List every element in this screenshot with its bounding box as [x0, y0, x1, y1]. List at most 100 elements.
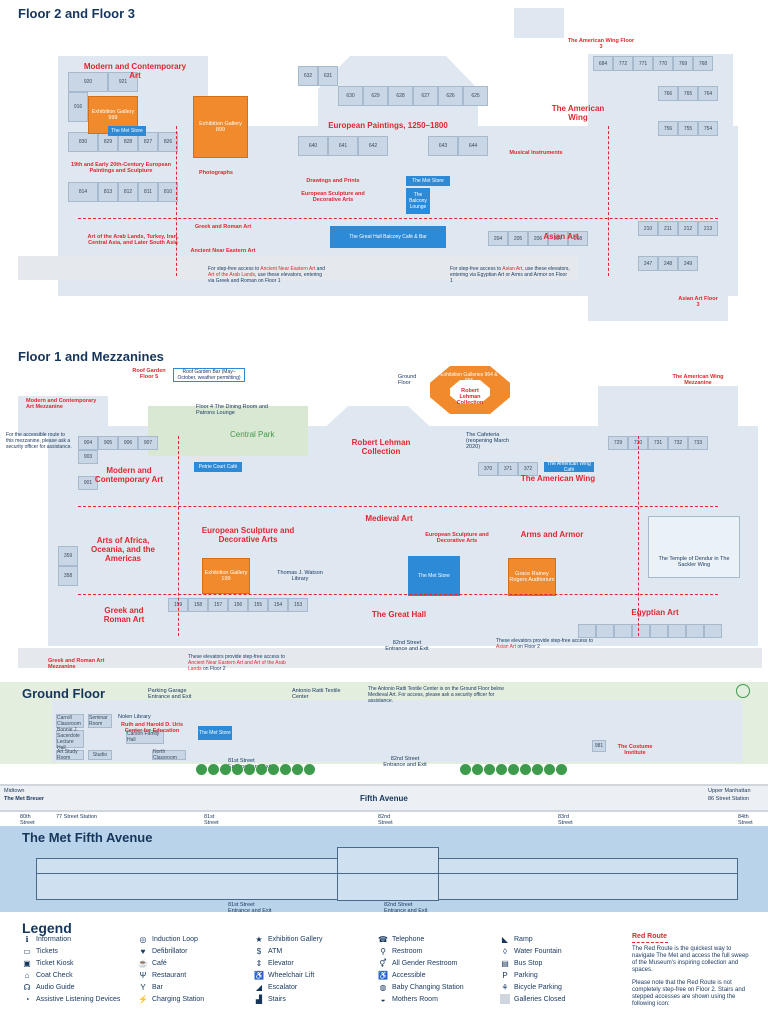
bus-stop-icon: ▤: [501, 958, 509, 968]
midtown-label: Midtown: [4, 788, 25, 794]
floor1-note-left: These elevators provide step-free access…: [188, 654, 286, 672]
temple-of-dendur[interactable]: The Temple of Dendur in The Sackler Wing: [658, 556, 730, 568]
coat-check-icon: ⌂: [24, 970, 30, 980]
gallery-modern-contemporary-f2[interactable]: Modern and Contemporary Art: [83, 62, 187, 80]
street-80th: 80th Street: [20, 814, 35, 826]
met-store-f2-center[interactable]: The Met Store: [406, 176, 450, 186]
floor2-note-right: For step-free access to Asian Art, use t…: [450, 266, 570, 284]
gallery-euro-sculpture-f1[interactable]: European Sculpture and Decorative Arts: [201, 526, 295, 544]
watson-library[interactable]: Thomas J. Watson Library: [277, 570, 323, 582]
roof-garden-bar[interactable]: Roof Garden Bar (May–October, weather pe…: [173, 368, 245, 382]
fifth-avenue-label: Fifth Avenue: [360, 794, 408, 803]
legend-item-wheelchair-lift: ♿Wheelchair Lift: [254, 970, 314, 980]
parking-icon: P: [502, 970, 508, 980]
gallery-asian-art-floor3[interactable]: Asian Art Floor 3: [678, 296, 718, 308]
atm-icon: $: [256, 946, 262, 956]
exhibition-gallery-899[interactable]: Exhibition Gallery 899: [193, 96, 248, 158]
ratti-note: The Antonio Ratti Textile Center is on t…: [368, 686, 504, 704]
gallery-euro-sculpture-f1-b[interactable]: European Sculpture and Decorative Arts: [425, 532, 489, 544]
gallery-american-mezz[interactable]: The American Wing Mezzanine: [672, 374, 724, 386]
ticket-kiosk-icon: ▣: [23, 958, 31, 968]
uris-center[interactable]: Ruth and Harold D. Uris Center for Educa…: [120, 722, 184, 734]
balcony-lounge[interactable]: The Balcony Lounge: [406, 188, 430, 214]
exhibition-gallery-199[interactable]: Exhibition Gallery 199: [202, 558, 250, 594]
gallery-modern-mezz[interactable]: Modern and Contemporary Art Mezzanine: [26, 398, 97, 410]
gallery-lehman-small[interactable]: Robert Lehman Collection: [456, 388, 484, 406]
entrance-82nd-f1[interactable]: 82nd Street Entrance and Exit: [385, 640, 429, 652]
floor1-note-right: These elevators provide step-free access…: [496, 638, 593, 650]
legend-item-telephone: ☎Telephone: [378, 934, 424, 944]
gallery-american-wing-f2[interactable]: The American Wing: [551, 104, 605, 122]
legend-item-atm: $ATM: [254, 946, 283, 956]
gallery-modern-f1[interactable]: Modern and Contemporary Art: [94, 466, 164, 484]
exhibition-964[interactable]: Exhibition Galleries 964 & 965: [440, 372, 498, 384]
gallery-medieval[interactable]: Medieval Art: [365, 514, 413, 523]
gallery-drawings-prints[interactable]: Drawings and Prints: [306, 178, 360, 184]
gallery-american-wing-floor3[interactable]: The American Wing Floor 3: [567, 38, 635, 50]
grace-rainey-auditorium[interactable]: Grace Rainey Rogers Auditorium: [508, 558, 556, 596]
met-store-ground[interactable]: The Met Store: [198, 726, 232, 740]
legend-label: Escalator: [268, 983, 298, 991]
gallery-africa-oceania[interactable]: Arts of Africa, Oceania, and the America…: [90, 536, 156, 563]
legend-label: Coat Check: [36, 971, 73, 979]
gallery-euro-sculpture-f2[interactable]: European Sculpture and Decorative Arts: [301, 191, 365, 203]
dining-room[interactable]: Floor 4 The Dining Room and Patrons Loun…: [196, 404, 269, 416]
legend-item-exhibition-gallery: ★Exhibition Gallery: [254, 934, 322, 944]
legend-label: Parking: [514, 971, 538, 979]
mothers-room-icon: ◒: [380, 994, 386, 1004]
gallery-egyptian[interactable]: Egyptian Art: [631, 608, 679, 617]
wheelchair-lift-icon: ♿: [254, 970, 264, 980]
floor1-title: Floor 1 and Mezzanines: [18, 349, 164, 364]
legend-label: Charging Station: [152, 995, 205, 1003]
ratti-center[interactable]: Antonio Ratti Textile Center: [292, 688, 341, 700]
gallery-photographs[interactable]: Photographs: [199, 170, 233, 176]
balcony-cafe[interactable]: The Great Hall Balcony Café & Bar: [330, 226, 446, 248]
legend-item-ticket-kiosk: ▣Ticket Kiosk: [22, 958, 73, 968]
gallery-european-paintings[interactable]: European Paintings, 1250–1800: [328, 121, 448, 130]
entrance-82nd-ground[interactable]: 82nd Street Entrance and Exit: [383, 756, 427, 768]
gallery-lehman[interactable]: Robert Lehman Collection: [351, 438, 411, 456]
legend-label: Bar: [152, 983, 163, 991]
gallery-asian-art-f2[interactable]: Asian Art: [543, 232, 579, 241]
met-store-f1[interactable]: The Met Store: [408, 556, 460, 596]
gallery-greek-roman-mezz[interactable]: Greek and Roman Art Mezzanine: [48, 658, 105, 670]
floor2-note-left: For step-free access to Ancient Near Eas…: [208, 266, 326, 284]
gallery-arab-lands[interactable]: Art of the Arab Lands, Turkey, Iran, Cen…: [87, 234, 179, 246]
gallery-greek-roman-f2[interactable]: Greek and Roman Art: [194, 224, 252, 230]
legend-label: Café: [152, 959, 167, 967]
telephone-icon: ☎: [378, 934, 388, 944]
facade-entrance-81st[interactable]: 81st Street Entrance and Exit: [228, 902, 272, 914]
gallery-near-eastern[interactable]: Ancient Near Eastern Art: [190, 248, 256, 254]
gallery-musical-instruments[interactable]: Musical Instruments: [509, 150, 563, 156]
petrie-court-cafe[interactable]: Petrie Court Café: [194, 462, 242, 472]
cafeteria[interactable]: The Cafeteria (reopening March 2020): [466, 432, 510, 450]
legend-item-stairs: ▟Stairs: [254, 994, 286, 1004]
gallery-greek-roman-f1[interactable]: Greek and Roman Art: [103, 606, 145, 624]
met-store-f2-left[interactable]: The Met Store: [108, 126, 146, 136]
gallery-american-wing-f1[interactable]: The American Wing: [520, 474, 596, 483]
parking-entrance[interactable]: Parking Garage Entrance and Exit: [148, 688, 192, 700]
legend-item-tickets: ▭Tickets: [22, 946, 58, 956]
stairs-icon: ▟: [255, 994, 263, 1004]
legend-item-water-fountain: ◊Water Fountain: [500, 946, 562, 956]
american-wing-cafe[interactable]: The American Wing Café: [544, 461, 594, 473]
gallery-arms-armor[interactable]: Arms and Armor: [520, 530, 584, 539]
legend-item-defibrillator: ♥Defibrillator: [138, 946, 188, 956]
facade-entrance-82nd[interactable]: 82nd Street Entrance and Exit: [384, 902, 428, 914]
ramp-icon: ◣: [501, 934, 509, 944]
museum-facade: [36, 847, 738, 901]
gallery-19th-century[interactable]: 19th and Early 20th-Century European Pai…: [71, 162, 171, 174]
ground-floor-label: Ground Floor: [398, 374, 417, 386]
costume-institute[interactable]: The Costume Institute: [617, 744, 653, 756]
gallery-great-hall[interactable]: The Great Hall: [371, 610, 427, 619]
roof-garden[interactable]: Roof Garden Floor 5: [132, 368, 166, 380]
legend-label: Accessible: [392, 971, 426, 979]
legend-label: Bus Stop: [514, 959, 543, 967]
mezz-note: For the accessible route to this mezzani…: [6, 432, 72, 450]
legend-label: Water Fountain: [514, 947, 562, 955]
legend-item-all-gender-restroom: ⚥All Gender Restroom: [378, 958, 457, 968]
tickets-icon: ▭: [23, 946, 31, 956]
legend-label: Induction Loop: [152, 935, 198, 943]
nolen-library[interactable]: Nolen Library: [118, 714, 151, 720]
